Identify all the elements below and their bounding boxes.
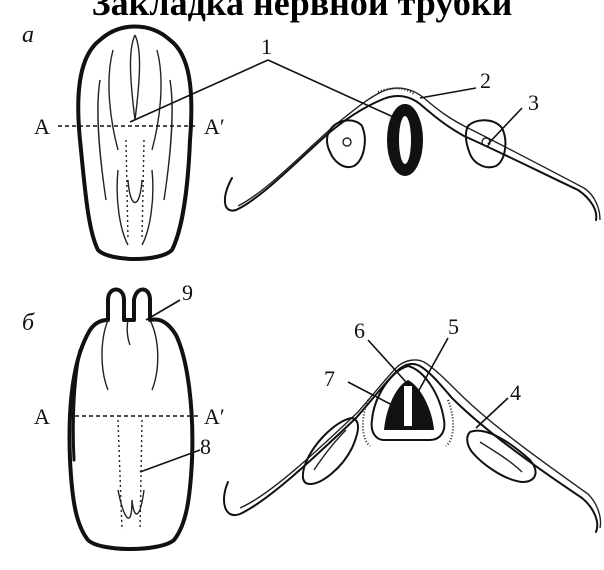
label-6: 6 xyxy=(354,318,365,343)
section-label-left-a: А xyxy=(34,114,50,139)
section-label-left-b: А xyxy=(34,404,50,429)
label-3: 3 xyxy=(528,90,539,115)
panel-a-letter: а xyxy=(22,22,34,48)
label-1: 1 xyxy=(261,34,272,59)
cross-section-b xyxy=(224,360,601,532)
label-9: 9 xyxy=(182,280,193,305)
leader-5 xyxy=(418,338,448,392)
leader-1 xyxy=(130,60,400,122)
section-label-right-a: А′ xyxy=(204,114,225,139)
leader-7 xyxy=(348,382,394,406)
panel-a: а А А′ 1 2 xyxy=(22,22,600,259)
panel-b: б А А′ xyxy=(22,280,601,549)
label-8: 8 xyxy=(200,434,211,459)
label-2: 2 xyxy=(480,68,491,93)
section-label-right-b: А′ xyxy=(204,404,225,429)
label-5: 5 xyxy=(448,314,459,339)
somite-left-a xyxy=(327,120,365,167)
embryo-dorsal-view-b xyxy=(70,290,193,550)
leader-2 xyxy=(420,88,476,98)
lobe-left-b xyxy=(303,418,358,484)
label-4: 4 xyxy=(510,380,521,405)
leader-6 xyxy=(368,340,406,382)
label-7: 7 xyxy=(324,366,335,391)
embryo-dorsal-view-a xyxy=(78,27,191,260)
cross-section-a xyxy=(225,88,600,220)
panel-b-letter: б xyxy=(22,310,35,336)
